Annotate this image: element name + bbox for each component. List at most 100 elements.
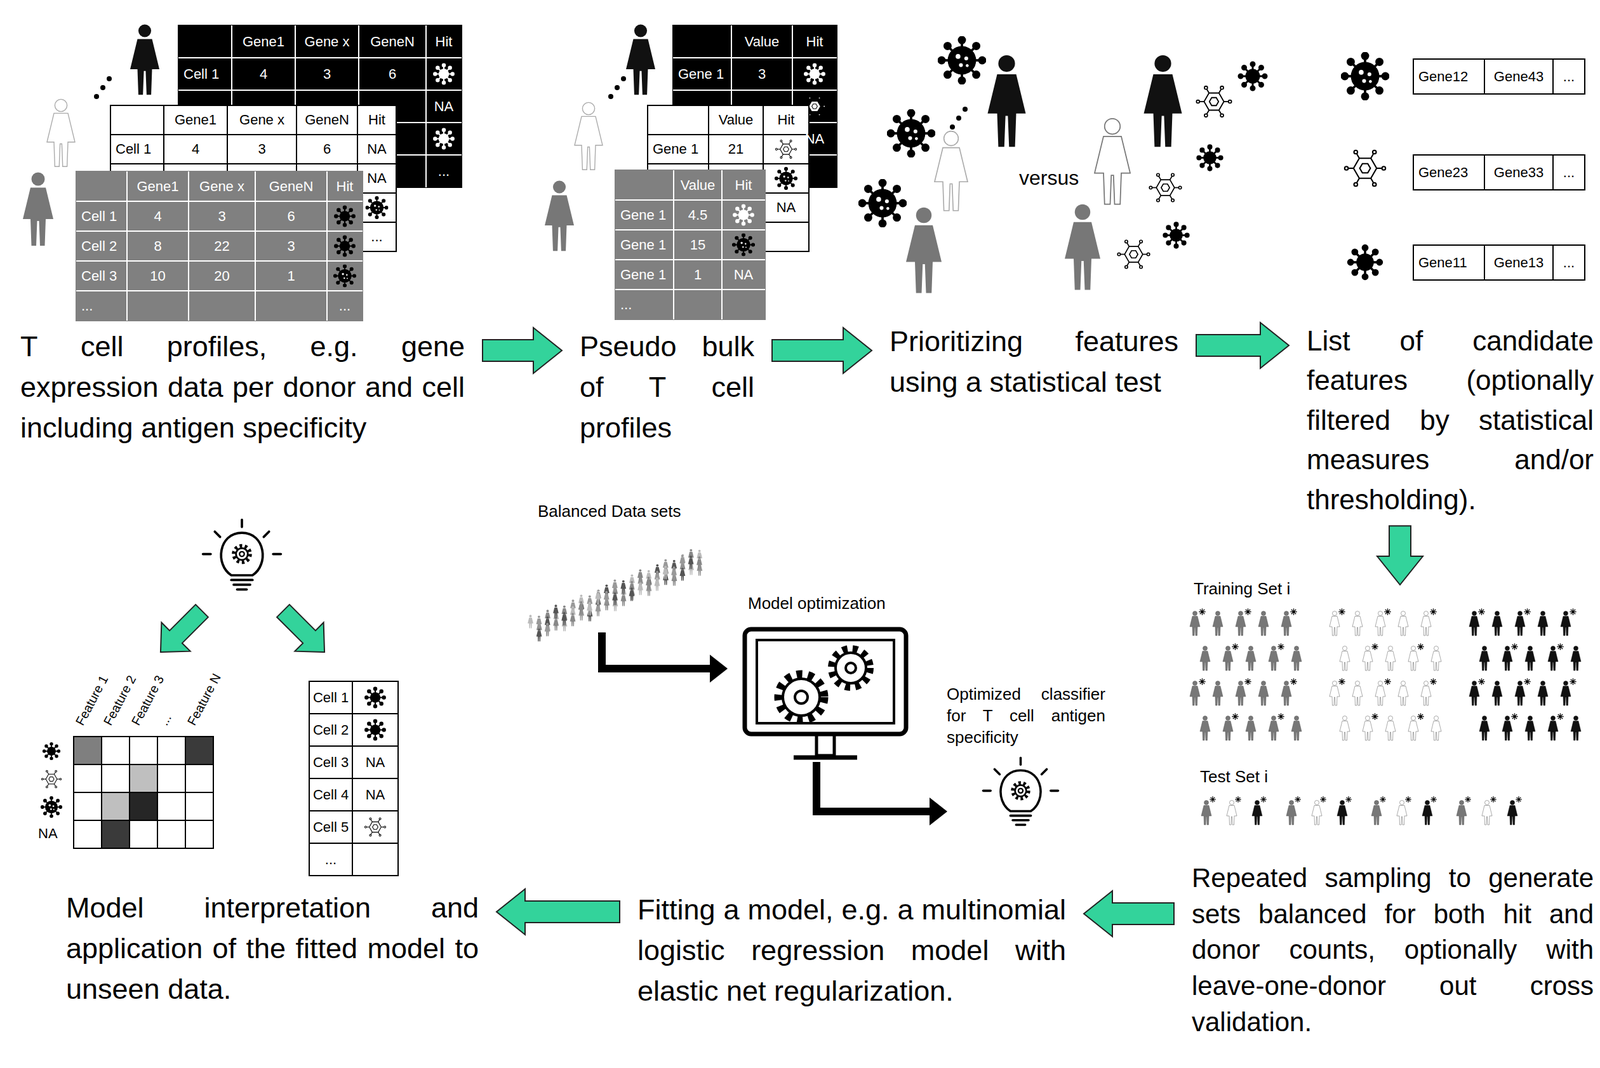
- table-cell: Hit: [763, 105, 809, 135]
- illustration-part: [1375, 611, 1386, 637]
- illustration-part: [187, 171, 190, 321]
- illustration-part: [1339, 678, 1346, 686]
- illustration-part: [1431, 646, 1442, 672]
- table-cell: Gene11: [1413, 245, 1485, 280]
- illustration-part: [1417, 713, 1425, 720]
- illustration-part: [1278, 643, 1285, 651]
- illustration-part: [101, 792, 130, 821]
- illustration-part: [535, 615, 542, 629]
- illustration-part: [594, 590, 601, 604]
- table-cell: GeneN: [358, 25, 427, 58]
- illustration-part: [1235, 796, 1242, 803]
- illustration-part: [46, 99, 75, 167]
- illustration-part: [756, 640, 894, 724]
- step-text: Prioritizing features using a statistica…: [889, 321, 1179, 403]
- illustration-part: [629, 587, 635, 601]
- illustration-part: [1570, 678, 1577, 686]
- annotation-label: Optimized classifier for T cell antigen …: [946, 683, 1106, 748]
- table-cell: Hit: [792, 25, 837, 58]
- illustration-part: [647, 133, 809, 136]
- illustration-part: [1337, 800, 1348, 826]
- illustration-part: [334, 206, 355, 227]
- illustration-part: [1511, 713, 1519, 720]
- illustration-part: [1516, 796, 1522, 803]
- illustration-part: [956, 115, 962, 121]
- lightbulb-icons: [203, 520, 1059, 825]
- illustration-part: [544, 622, 551, 637]
- illustration-part: [93, 93, 100, 100]
- illustration-part: [1492, 611, 1503, 637]
- illustration-part: [1311, 800, 1322, 826]
- table-cell: NA: [763, 193, 809, 223]
- illustration-part: [859, 180, 907, 227]
- illustration-part: [365, 196, 388, 220]
- table-cell: Cell 2: [76, 231, 127, 261]
- illustration-part: [76, 171, 363, 321]
- illustration-part: [744, 629, 907, 734]
- illustration-part: [949, 124, 955, 130]
- table-cell: ...: [76, 290, 127, 321]
- table-cell: 21: [708, 134, 764, 164]
- illustration-part: [626, 24, 656, 95]
- table-cell: 4.5: [673, 200, 722, 230]
- illustration-part: [615, 229, 766, 231]
- illustration-part: [106, 76, 112, 82]
- table-cell: Cell 1: [110, 134, 164, 164]
- illustration-part: [1396, 800, 1407, 826]
- illustration-part: [1490, 796, 1497, 803]
- table-cell: ...: [309, 843, 353, 876]
- step-text: Pseudo bulk of T cell profiles: [579, 326, 755, 449]
- illustration-part: [1481, 800, 1493, 826]
- table-cell: Gene1: [163, 105, 228, 135]
- illustration-part: [1413, 245, 1585, 280]
- illustration-part: [1547, 646, 1559, 672]
- illustration-part: [185, 792, 214, 821]
- table-cell: ...: [1553, 245, 1585, 280]
- flow-arrow: [496, 888, 620, 935]
- illustration-part: [203, 520, 282, 590]
- illustration-part: [775, 167, 798, 190]
- illustration-part: [1483, 245, 1486, 280]
- illustration-part: [620, 592, 627, 606]
- illustration-part: [733, 205, 754, 226]
- illustration-part: [696, 556, 703, 570]
- illustration-part: [1295, 796, 1301, 803]
- illustration-part: [709, 654, 728, 683]
- illustration-part: [309, 777, 399, 780]
- table-cell: Cell 3: [76, 260, 127, 291]
- illustration-part: [1384, 678, 1392, 686]
- heatmap: [41, 736, 214, 849]
- illustration-part: [1514, 611, 1526, 637]
- illustration-part: [185, 736, 214, 765]
- annotation-label: Model optimization: [747, 593, 886, 614]
- illustration-part: [433, 128, 454, 150]
- illustration-part: [309, 810, 399, 812]
- illustration-part: [1557, 713, 1564, 720]
- illustration-part: [1362, 716, 1373, 741]
- table-cell: Gene x: [188, 171, 256, 202]
- illustration-part: [1492, 681, 1503, 707]
- illustration-part: [157, 736, 186, 765]
- illustration-part: [76, 290, 363, 292]
- table-cell: Value: [731, 25, 793, 58]
- illustration-part: [76, 200, 363, 202]
- table-cell: 6: [296, 134, 358, 164]
- table-cell: Gene 1: [615, 259, 674, 290]
- illustration-part: [129, 736, 158, 765]
- illustration-part: [1483, 154, 1486, 190]
- illustration-part: [1200, 646, 1211, 672]
- illustration-part: [1281, 611, 1292, 637]
- illustration-part: [831, 648, 870, 687]
- illustration-part: [1339, 608, 1346, 616]
- illustration-part: [334, 236, 355, 257]
- illustration-part: [906, 207, 942, 294]
- step-text: T cell profiles, e.g. gene expression da…: [20, 326, 465, 449]
- illustration-part: [1291, 716, 1302, 741]
- illustration-part: [732, 233, 755, 256]
- illustration-part: [178, 89, 462, 91]
- illustration-part: [1524, 608, 1531, 616]
- table-cell: NA: [357, 134, 397, 164]
- table-cell: 3: [255, 231, 327, 261]
- illustration-part: [268, 596, 339, 667]
- illustration-part: [110, 133, 397, 136]
